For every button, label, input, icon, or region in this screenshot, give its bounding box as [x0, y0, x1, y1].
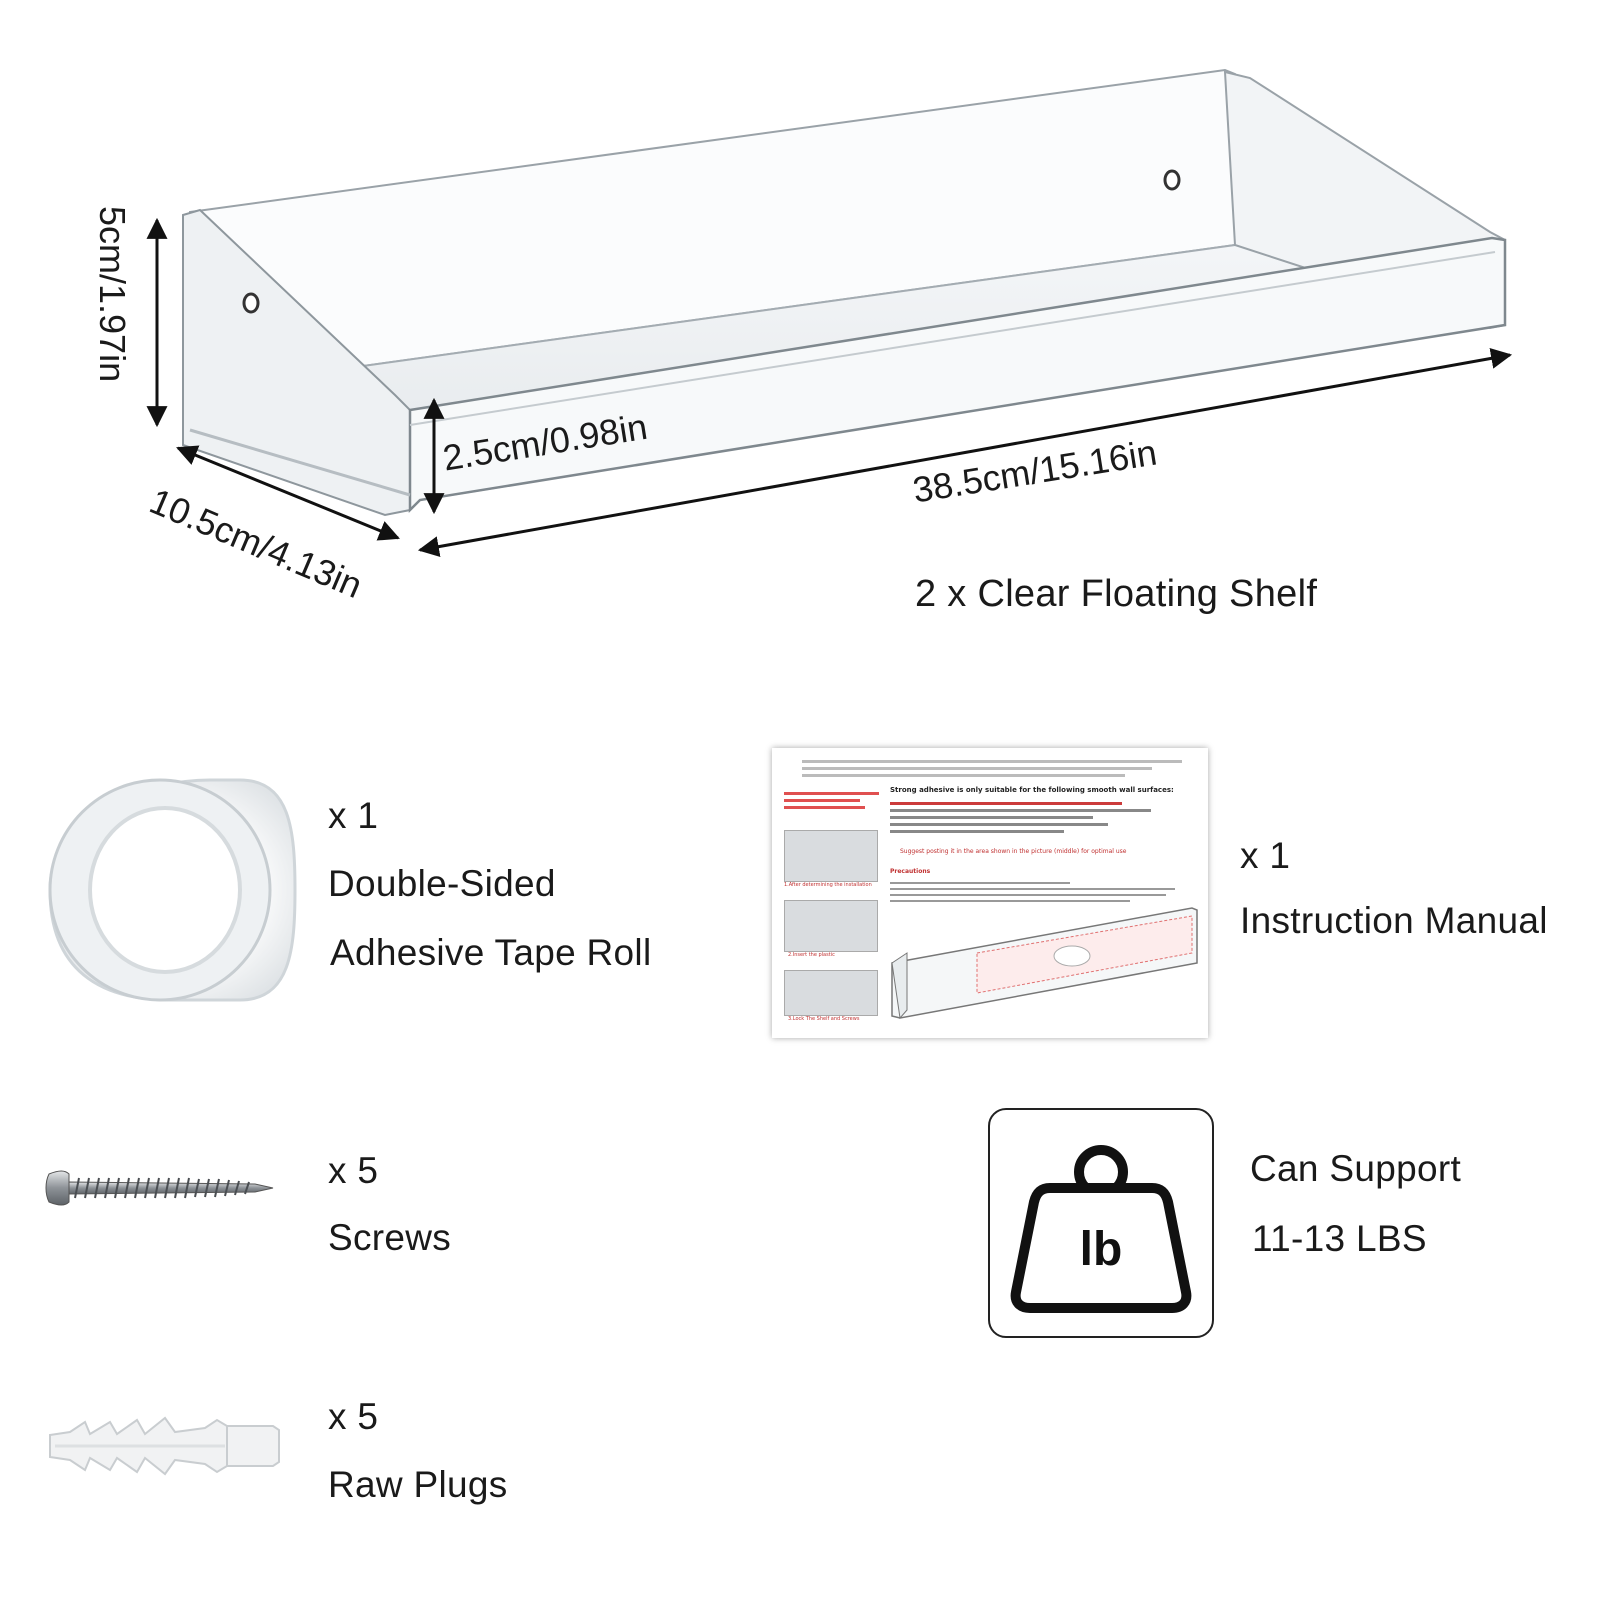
screws-label: Screws: [328, 1217, 452, 1258]
wall-plug-icon: [45, 1410, 285, 1480]
manual-suggest: Suggest posting it in the area shown in …: [900, 848, 1127, 855]
manual-label: Instruction Manual: [1240, 900, 1548, 941]
manual-precautions: Precautions: [890, 868, 931, 875]
screw-icon: [45, 1168, 275, 1208]
instruction-manual-sheet: 1.After determining the installation 2.I…: [772, 748, 1208, 1038]
manual-heading: Strong adhesive is only suitable for the…: [890, 786, 1174, 794]
weight-icon: [1010, 1145, 1192, 1313]
tape-label-line2: Adhesive Tape Roll: [330, 932, 652, 973]
plugs-quantity: x 5: [328, 1396, 379, 1437]
length-arrow: [417, 347, 1513, 558]
plugs-label: Raw Plugs: [328, 1464, 508, 1505]
weight-line1: Can Support: [1250, 1148, 1462, 1189]
tape-roll-icon: [40, 770, 300, 1010]
weight-unit: lb: [1079, 1223, 1123, 1276]
screw-hole-right: [1163, 169, 1181, 191]
shelf-caption: 2 x Clear Floating Shelf: [915, 573, 1318, 615]
tape-quantity: x 1: [328, 795, 379, 836]
manual-quantity: x 1: [1240, 835, 1291, 876]
tape-label-line1: Double-Sided: [328, 863, 556, 904]
manual-step-3: 3.Lock The Shelf and Screws: [788, 1016, 860, 1022]
manual-step-1: 1.After determining the installation: [784, 882, 872, 888]
screws-quantity: x 5: [328, 1150, 379, 1191]
weight-badge: lb: [988, 1108, 1214, 1338]
depth-arrow: [176, 445, 400, 541]
manual-step-2: 2.Insert the plastic: [788, 952, 835, 958]
height-dimension-label: 5cm/1.97in: [92, 206, 133, 383]
screw-hole-left: [242, 292, 260, 314]
weight-line2: 11-13 LBS: [1252, 1218, 1427, 1259]
